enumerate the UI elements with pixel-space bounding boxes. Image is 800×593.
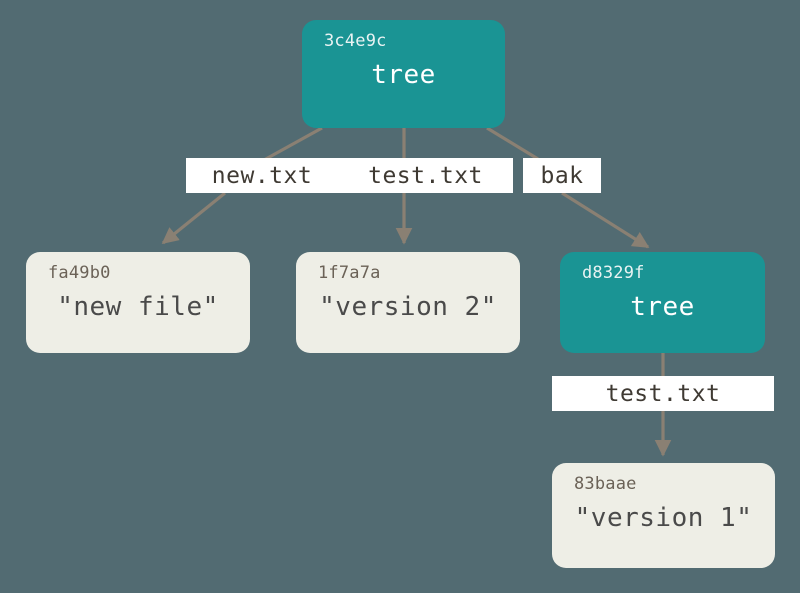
node-content: "version 1" — [574, 503, 753, 533]
edge-label-text: bak — [540, 162, 584, 189]
node-hash: 83baae — [574, 474, 637, 494]
node-content: "version 2" — [319, 292, 497, 322]
node-new-file-blob[interactable]: fa49b0 "new file" — [26, 252, 250, 353]
edge-label-new-txt: new.txt — [186, 158, 338, 193]
node-version2-blob[interactable]: 1f7a7a "version 2" — [296, 252, 520, 353]
edge-label-text: test.txt — [605, 380, 721, 407]
node-hash: 1f7a7a — [318, 263, 381, 283]
node-hash: 3c4e9c — [324, 31, 387, 51]
node-content: tree — [630, 292, 695, 322]
node-hash: d8329f — [582, 263, 645, 283]
edge-label-test-txt-bottom: test.txt — [552, 376, 774, 411]
node-root-tree[interactable]: 3c4e9c tree — [302, 20, 505, 128]
node-hash: fa49b0 — [48, 263, 111, 283]
node-content: tree — [371, 60, 436, 90]
node-content: "new file" — [57, 292, 219, 322]
node-bak-tree[interactable]: d8329f tree — [560, 252, 765, 353]
edge-label-text: new.txt — [211, 162, 313, 189]
edge-label-text: test.txt — [368, 162, 483, 189]
edge-label-bak: bak — [523, 158, 601, 193]
edge-label-test-txt-top: test.txt — [338, 158, 513, 193]
node-version1-blob[interactable]: 83baae "version 1" — [552, 463, 775, 568]
